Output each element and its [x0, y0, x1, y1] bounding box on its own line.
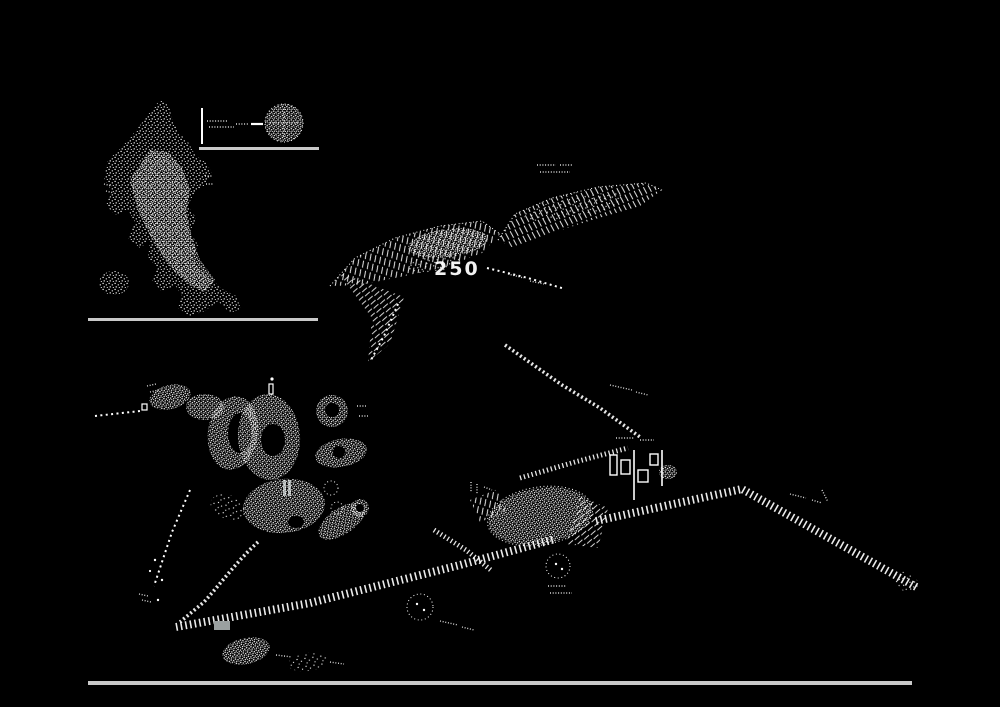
ruins-sw-tail	[210, 494, 246, 520]
ruins-oval-enclosure	[315, 438, 367, 468]
scale-bar-text-illegible	[207, 120, 248, 128]
knoll-south-1	[222, 637, 270, 665]
ruins-nw-blob-1	[149, 384, 191, 410]
ring-enclosure-ticks	[357, 405, 368, 417]
ruins-small-ring-1	[351, 499, 369, 517]
bottom-rule	[88, 681, 912, 685]
ruin-buildings	[609, 450, 677, 500]
railway-east	[595, 484, 920, 593]
roadside-specks	[148, 558, 164, 602]
ruins-complex-main	[94, 377, 369, 603]
mound-central-east	[470, 485, 608, 594]
mound-hachure-east	[566, 496, 608, 548]
railway-east-end	[892, 571, 920, 593]
scale-bar-rule	[199, 147, 319, 150]
junction-label-illegible	[616, 437, 654, 441]
ruins-ring-enclosure	[316, 395, 348, 427]
railway-east-band	[595, 484, 920, 592]
circular-feature-label-illegible	[548, 585, 572, 594]
ruins-star-mark	[270, 377, 274, 381]
mound-hachure-west	[470, 489, 506, 522]
inset-location-map	[88, 100, 319, 321]
ruins-small-ring-2	[323, 480, 339, 496]
ridge-northeast	[497, 164, 663, 247]
inset-bottom-rule	[88, 318, 318, 321]
ridge-250-east-label-illegible	[507, 273, 545, 285]
spur-trail	[370, 303, 399, 361]
ruins-standing-stone	[268, 383, 274, 395]
building-on-road	[214, 621, 230, 630]
wash-dotted-curve	[178, 540, 260, 624]
inset-scale-bar	[199, 103, 319, 150]
trail-band	[503, 343, 642, 439]
ruins-main-mound	[237, 394, 301, 480]
track-west-dashes	[94, 410, 141, 417]
circular-feature-road	[406, 593, 434, 621]
ruin-cluster-junction	[470, 437, 677, 500]
ridge-250-spur	[338, 272, 404, 362]
ruins-south-trail	[153, 489, 191, 587]
inset-islet	[99, 271, 129, 295]
inset-island-core	[130, 150, 215, 292]
trail-dotted-southeast	[503, 343, 649, 439]
railway-southwest-band	[175, 535, 557, 631]
west-tick-label-illegible	[470, 482, 493, 494]
ruins-small-ring-3	[330, 501, 344, 515]
ridge-northeast-label-illegible	[537, 164, 572, 173]
ridge-spot-250: 250	[329, 220, 566, 362]
ridge-250-crest	[408, 228, 488, 258]
path-band-ascending	[519, 445, 629, 481]
crossing-band	[432, 527, 494, 573]
knoll-label-illegible	[275, 654, 345, 665]
mound-body	[488, 487, 592, 545]
circular-feature-road-label-illegible	[439, 620, 475, 631]
spot-height-label: 250	[434, 258, 480, 280]
circular-feature-south	[545, 553, 571, 579]
railway-east-label-illegible	[789, 493, 823, 504]
compass-rose-icon	[264, 103, 304, 143]
ridge-250-east-dots	[486, 267, 566, 290]
trail-label-illegible	[609, 384, 649, 396]
ruins-south-mound	[243, 478, 325, 534]
railway-southwest	[148, 527, 557, 672]
ruins-south-trail-ticks	[138, 593, 152, 603]
track-west-mark	[141, 403, 148, 411]
knoll-south-2	[288, 652, 328, 672]
